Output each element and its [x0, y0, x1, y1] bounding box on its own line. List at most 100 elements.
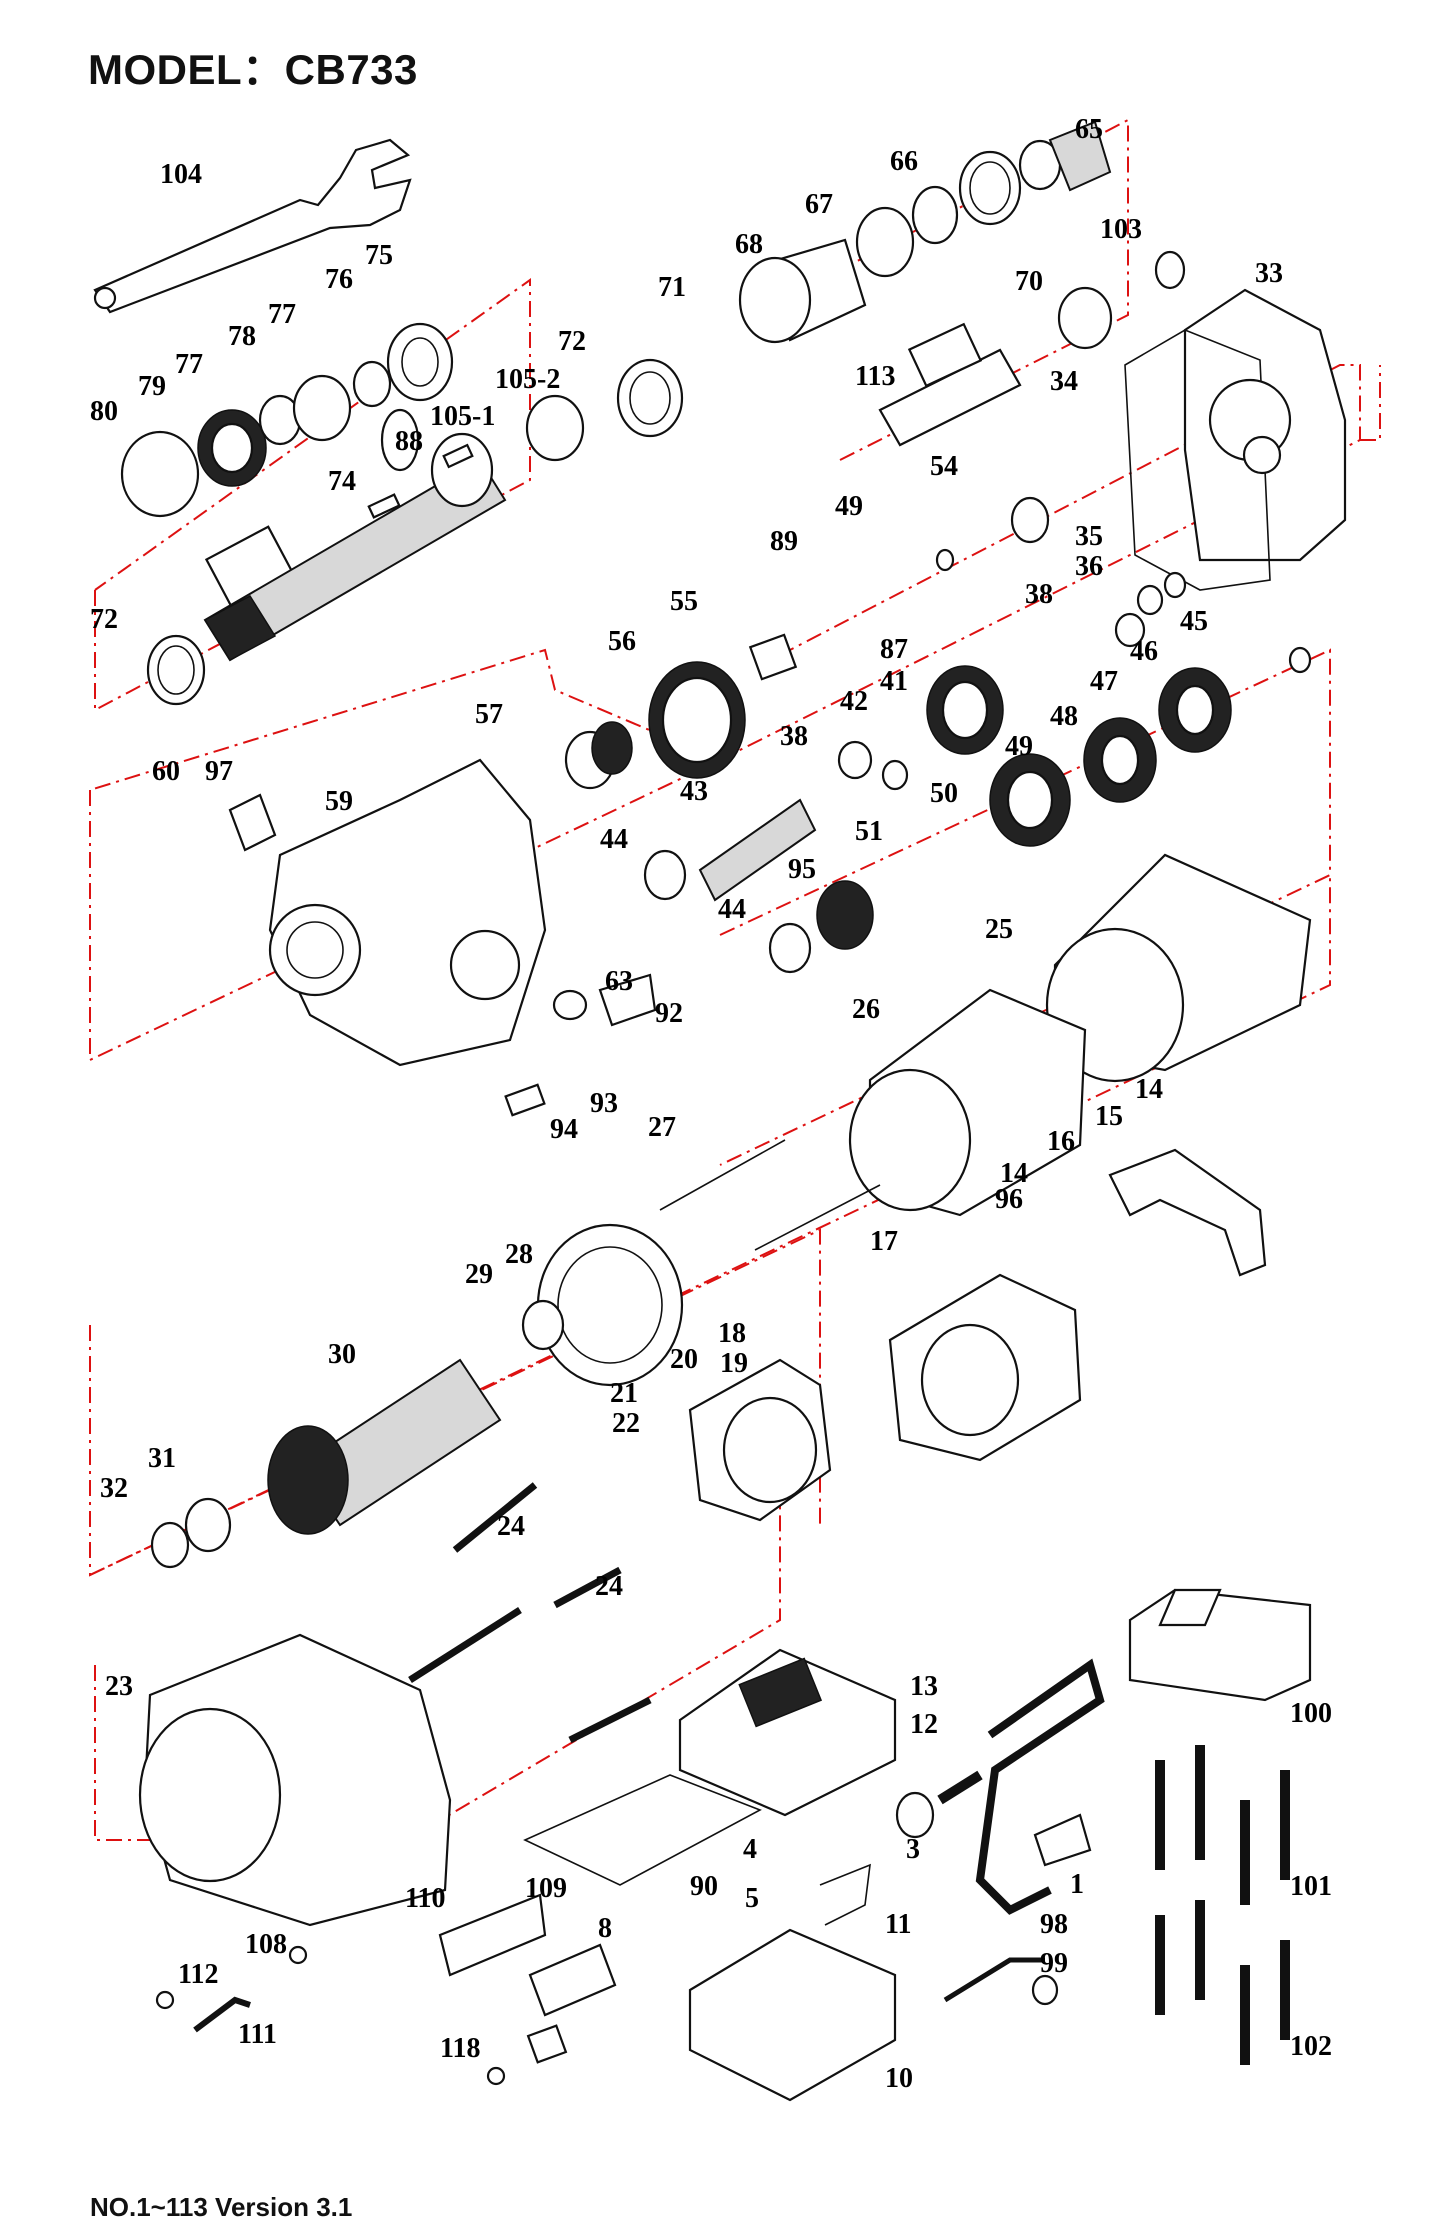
label-88: 88	[395, 426, 423, 457]
label-109: 109	[525, 1873, 567, 1904]
label-94: 94	[550, 1114, 578, 1145]
label-50: 50	[930, 778, 958, 809]
label-27: 27	[648, 1112, 676, 1143]
water-valve-part	[878, 250, 1186, 447]
label-79: 79	[138, 371, 166, 402]
label-44-b: 44	[718, 894, 746, 925]
label-47: 47	[1090, 666, 1118, 697]
footer-version: NO.1~113 Version 3.1	[90, 2192, 353, 2222]
label-22: 22	[612, 1408, 640, 1439]
label-19: 19	[720, 1348, 748, 1379]
washer-stack-part	[120, 322, 454, 518]
label-108: 108	[245, 1929, 287, 1960]
label-13: 13	[910, 1671, 938, 1702]
gear-cover-part	[1124, 288, 1347, 591]
label-54: 54	[930, 451, 958, 482]
label-105-1: 105-1	[430, 401, 495, 432]
label-35: 35	[1075, 521, 1103, 552]
label-110: 110	[405, 1883, 445, 1914]
label-24: 24	[497, 1511, 525, 1542]
label-8: 8	[598, 1913, 612, 1944]
label-105-2: 105-2	[495, 364, 560, 395]
label-65: 65	[1075, 114, 1103, 145]
power-cord-part	[819, 1658, 1105, 2006]
label-95: 95	[788, 854, 816, 885]
label-55: 55	[670, 586, 698, 617]
label-96: 96	[995, 1184, 1023, 1215]
motor-section-part	[150, 853, 1312, 1569]
label-104: 104	[160, 159, 202, 190]
label-12: 12	[910, 1709, 938, 1740]
label-24-b: 24	[595, 1571, 623, 1602]
label-42: 42	[840, 686, 868, 717]
label-1: 1	[1070, 1869, 1084, 1900]
label-18: 18	[718, 1318, 746, 1349]
label-76: 76	[325, 264, 353, 295]
label-57: 57	[475, 699, 503, 730]
label-23: 23	[105, 1671, 133, 1702]
label-5: 5	[745, 1883, 759, 1914]
gear-case-part	[228, 758, 657, 1117]
motor-housing-part	[138, 1482, 652, 1927]
part-labels: 65 66 67 68 103 33 70 71 104 75 76 77 78…	[90, 114, 1332, 2094]
label-67: 67	[805, 189, 833, 220]
label-25: 25	[985, 914, 1013, 945]
label-118: 118	[440, 2033, 480, 2064]
label-68: 68	[735, 229, 763, 260]
label-49-b: 49	[1005, 731, 1033, 762]
label-100: 100	[1290, 1698, 1332, 1729]
label-80: 80	[90, 396, 118, 427]
label-111: 111	[238, 2019, 277, 2050]
label-17: 17	[870, 1226, 898, 1257]
label-46: 46	[1130, 636, 1158, 667]
label-56: 56	[608, 626, 636, 657]
label-92: 92	[655, 998, 683, 1029]
label-11: 11	[885, 1909, 911, 1940]
label-87: 87	[880, 634, 908, 665]
label-99: 99	[1040, 1948, 1068, 1979]
label-10: 10	[885, 2063, 913, 2094]
label-77-b: 77	[175, 349, 203, 380]
label-51: 51	[855, 816, 883, 847]
label-60: 60	[152, 756, 180, 787]
label-33: 33	[1255, 258, 1283, 289]
label-41: 41	[880, 666, 908, 697]
label-3: 3	[906, 1834, 920, 1865]
label-36: 36	[1075, 551, 1103, 582]
label-97: 97	[205, 756, 233, 787]
label-44: 44	[600, 824, 628, 855]
label-30: 30	[328, 1339, 356, 1370]
label-103: 103	[1100, 214, 1142, 245]
label-66: 66	[890, 146, 918, 177]
label-14-b: 14	[1000, 1158, 1028, 1189]
label-112: 112	[178, 1959, 218, 1990]
label-72: 72	[558, 326, 586, 357]
label-78: 78	[228, 321, 256, 352]
mounting-block-part	[1128, 1588, 1312, 2065]
label-71: 71	[658, 272, 686, 303]
label-70: 70	[1015, 266, 1043, 297]
label-59: 59	[325, 786, 353, 817]
brush-holder-part	[688, 1148, 1267, 1522]
label-63: 63	[605, 966, 633, 997]
label-29: 29	[465, 1259, 493, 1290]
label-74: 74	[328, 466, 356, 497]
label-77: 77	[268, 299, 296, 330]
label-98: 98	[1040, 1909, 1068, 1940]
label-16: 16	[1047, 1126, 1075, 1157]
wrench-part	[93, 138, 412, 314]
label-101: 101	[1290, 1871, 1332, 1902]
label-21: 21	[610, 1378, 638, 1409]
label-26: 26	[852, 994, 880, 1025]
label-4: 4	[743, 1834, 757, 1865]
label-38-b: 38	[780, 721, 808, 752]
label-89: 89	[770, 526, 798, 557]
label-75: 75	[365, 240, 393, 271]
spindle-assembly-part	[146, 358, 684, 706]
label-45: 45	[1180, 606, 1208, 637]
label-48: 48	[1050, 701, 1078, 732]
model-title: MODEL：CB733	[88, 46, 418, 93]
label-34: 34	[1050, 366, 1078, 397]
label-113: 113	[855, 361, 895, 392]
